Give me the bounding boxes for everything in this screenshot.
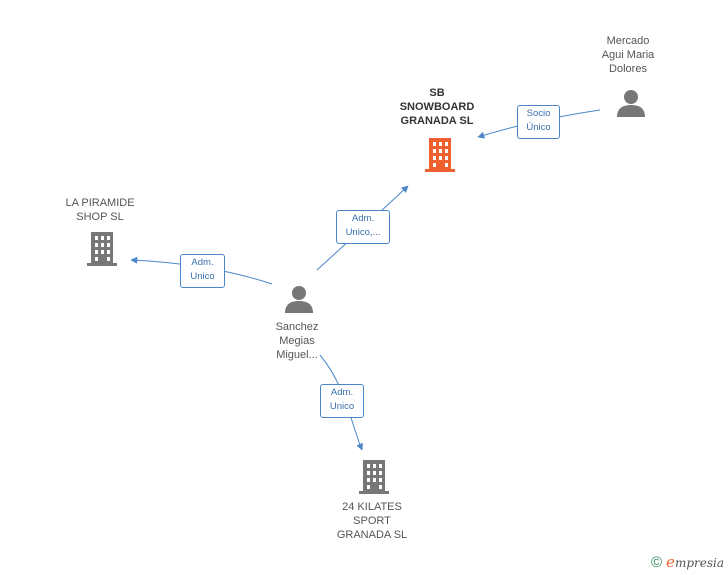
edge-label-socio-unico[interactable]: Socio Único [517,105,560,139]
building-icon-sb-snowboard[interactable] [424,138,456,172]
brand-name: empresia [666,553,724,571]
brand-rest: mpresia [674,556,724,570]
edge-label-adm-unico-piramide[interactable]: Adm. Unico [180,254,225,288]
node-label-24-kilates[interactable]: 24 KILATES SPORT GRANADA SL [336,501,408,541]
person-icon-mercado[interactable] [616,88,646,118]
edge-label-adm-unico-kilates[interactable]: Adm. Unico [320,384,364,418]
building-icon-la-piramide[interactable] [86,232,118,266]
node-label-la-piramide[interactable]: LA PIRAMIDE SHOP SL [65,197,135,223]
person-icon-sanchez[interactable] [284,284,314,314]
edge-label-adm-unico-sb[interactable]: Adm. Unico,... [336,210,390,244]
node-label-sanchez[interactable]: Sanchez Megias Miguel... [275,321,319,361]
copyright-icon: © [650,553,663,571]
node-label-sb-snowboard[interactable]: SB SNOWBOARD GRANADA SL [399,87,475,127]
node-label-mercado[interactable]: Mercado Agui Maria Dolores [601,35,655,75]
brand-first-letter: e [666,553,675,571]
empresia-brand: © empresia [651,553,724,571]
building-icon-24-kilates[interactable] [358,460,390,494]
